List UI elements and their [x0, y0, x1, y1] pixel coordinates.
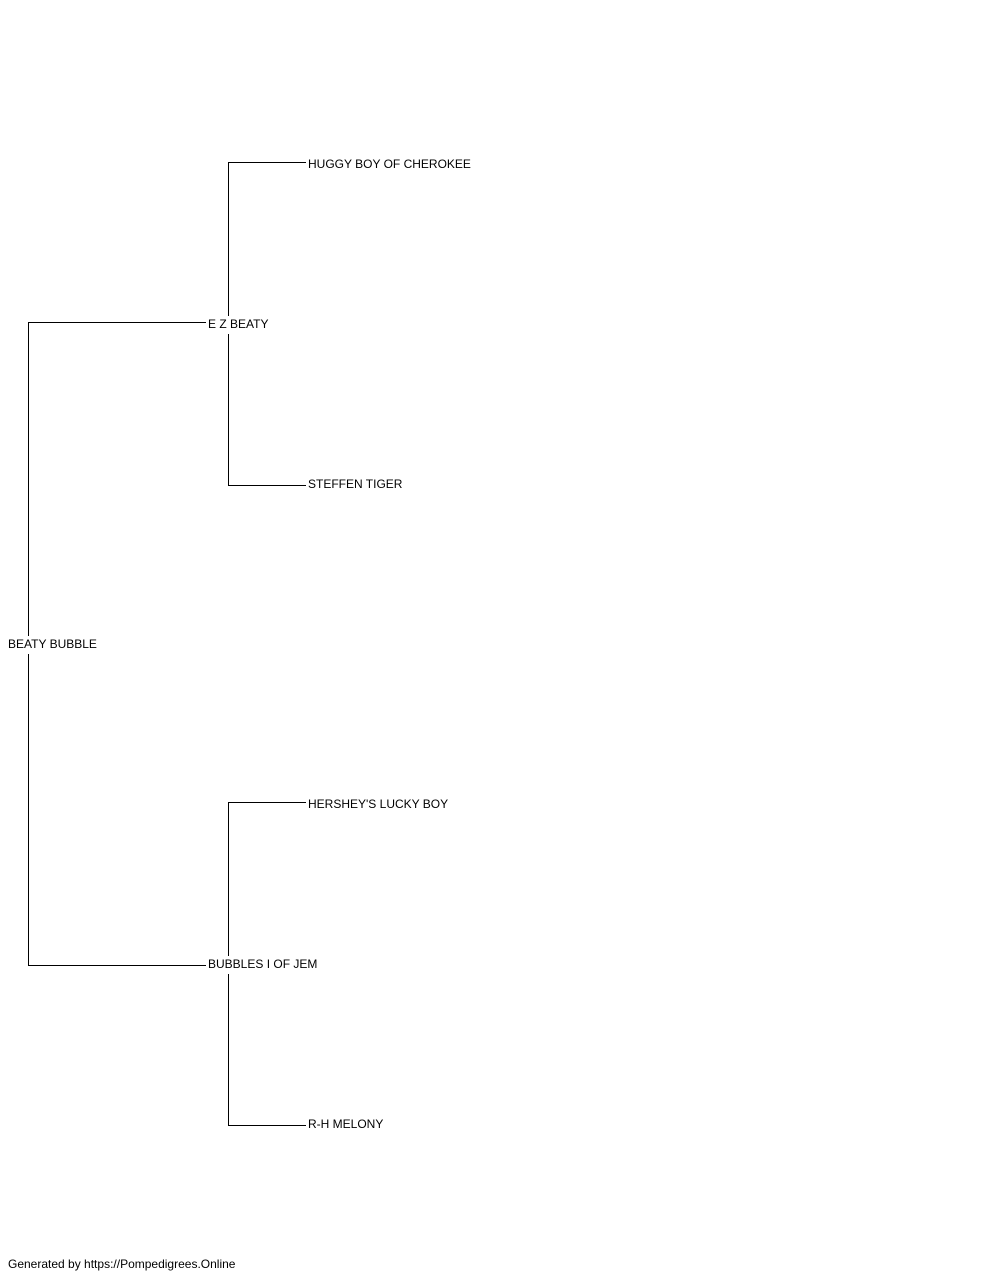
- connector-dam-to-dam-dam: [228, 974, 306, 1126]
- connector-subject-to-sire: [28, 322, 206, 636]
- subject-name: BEATY BUBBLE: [8, 637, 99, 651]
- connector-subject-to-dam: [28, 654, 206, 966]
- sire-name: E Z BEATY: [208, 317, 271, 331]
- sire-sire-name: HUGGY BOY OF CHEROKEE: [308, 157, 473, 171]
- sire-dam-name: STEFFEN TIGER: [308, 477, 405, 491]
- connector-dam-to-dam-sire: [228, 802, 306, 956]
- connector-sire-to-sire-dam: [228, 334, 306, 486]
- dam-name: BUBBLES I OF JEM: [208, 957, 320, 971]
- dam-dam-name: R-H MELONY: [308, 1117, 386, 1131]
- connector-sire-to-sire-sire: [228, 162, 306, 316]
- generated-by-credit: Generated by https://Pompedigrees.Online: [8, 1257, 236, 1271]
- dam-sire-name: HERSHEY'S LUCKY BOY: [308, 797, 451, 811]
